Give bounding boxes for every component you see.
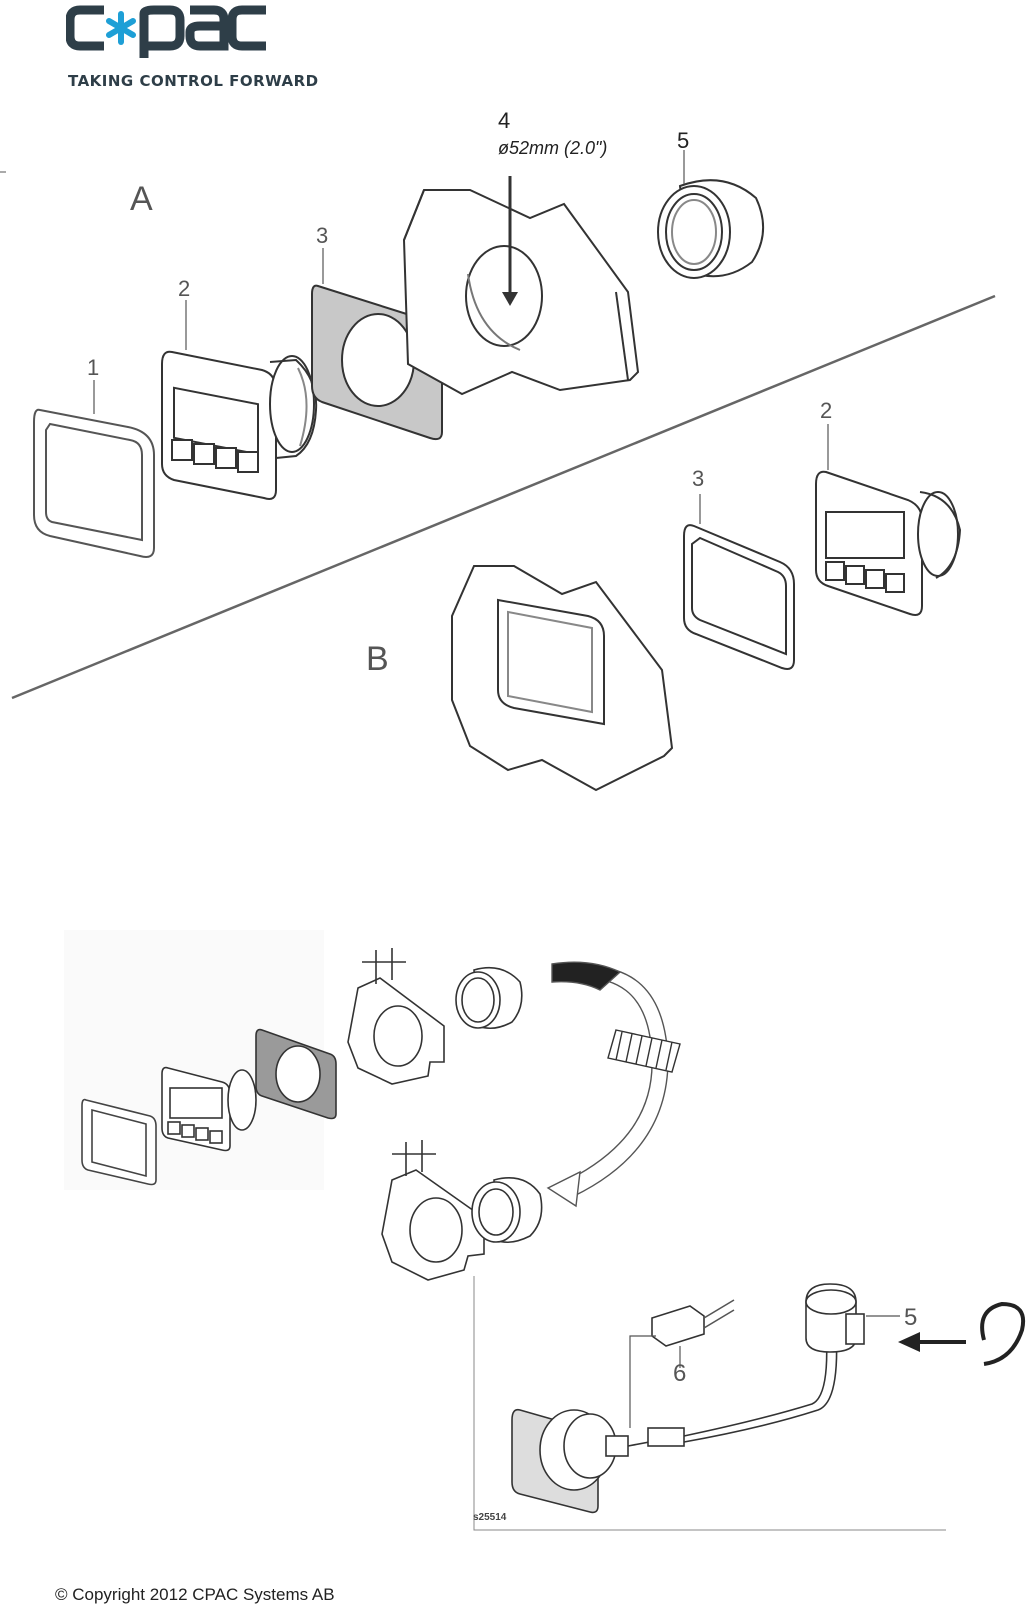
rotation-arrow — [546, 961, 669, 1208]
callout-a5: 5 — [677, 128, 690, 153]
section-b-label: B — [366, 640, 389, 678]
drawing-code: s25514 — [473, 1512, 507, 1523]
arrow-to-buzzer-head — [898, 1332, 920, 1352]
locking-nut-lower — [471, 1177, 543, 1244]
a1-bezel-frame — [33, 408, 155, 558]
buzzer-5 — [805, 1283, 865, 1353]
callout-a1: 1 — [87, 355, 100, 380]
cpac-logo — [65, 0, 306, 100]
connector-6 — [651, 1299, 735, 1347]
callout-a4-dimension: ø52mm (2.0") — [498, 138, 608, 158]
logo-tagline: TAKING CONTROL FORWARD — [68, 72, 319, 90]
callout-c5: 5 — [904, 1304, 918, 1331]
b3-gasket-ring — [683, 524, 795, 670]
a2-display-unit — [161, 350, 318, 500]
callout-b3: 3 — [692, 466, 705, 491]
copyright-notice: © Copyright 2012 CPAC Systems AB — [55, 1585, 335, 1604]
panel-section-upper — [347, 948, 445, 1085]
small-gasket-plate — [255, 1028, 337, 1120]
callout-c6: 6 — [673, 1360, 687, 1387]
display-unit-rear — [511, 1408, 629, 1514]
locking-nut-upper — [455, 966, 523, 1030]
section-divider-line — [11, 294, 996, 700]
exploded-view-top — [0, 150, 996, 792]
callout-a3: 3 — [316, 223, 329, 248]
panel-section-lower — [381, 1140, 485, 1281]
bellows-tool — [607, 1029, 681, 1073]
small-display-unit — [161, 1066, 257, 1152]
section-a-label: A — [130, 180, 153, 218]
b-panel-with-rectangular-hole — [451, 565, 674, 792]
small-bezel-frame — [81, 1098, 157, 1186]
callout-a4: 4 — [498, 108, 511, 133]
a5-locking-nut — [657, 179, 765, 279]
callout-a2: 2 — [178, 276, 191, 301]
b2-display-unit — [815, 470, 962, 616]
a4-arrow-head — [502, 292, 518, 306]
buzzer-cable — [627, 1329, 838, 1447]
detail-frame — [473, 1276, 946, 1531]
callout-b2: 2 — [820, 398, 833, 423]
cpac-logo-graphic — [65, 5, 266, 58]
a4-panel-with-hole — [402, 189, 640, 396]
cable-tie — [980, 1301, 1025, 1366]
